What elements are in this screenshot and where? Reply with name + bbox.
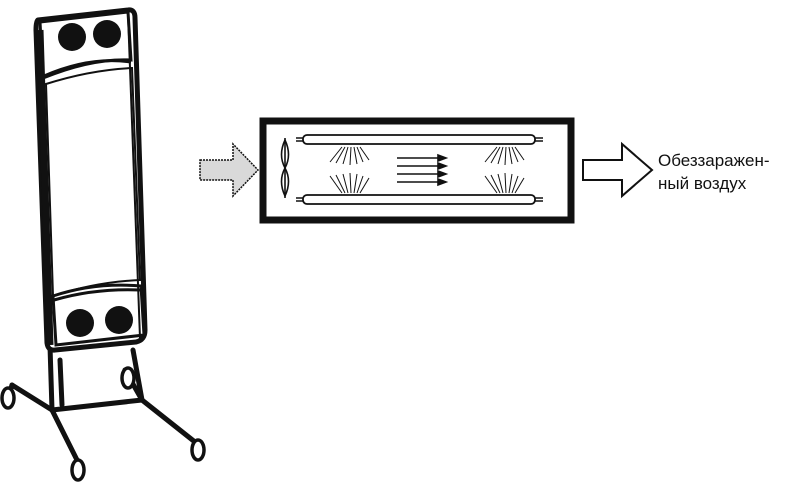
output-label-line-1: Обеззаражен-: [658, 151, 770, 170]
output-air-label: Обеззаражен- ный воздух: [658, 149, 798, 195]
uv-lamp-bottom: [296, 194, 543, 205]
airflow-arrows: [397, 153, 449, 187]
stand-casters: [0, 366, 206, 482]
caster-wheel: [190, 438, 206, 462]
airflow-arrow: [397, 153, 449, 163]
internal-schematic: [259, 117, 575, 224]
inlet-arrow: [199, 142, 260, 198]
caster-wheel: [120, 366, 136, 390]
outlet-arrow: [582, 141, 654, 199]
airflow-arrow: [397, 161, 449, 171]
bottom-panel-curve: [53, 288, 142, 302]
bottom-vent-hole-right: [105, 306, 133, 334]
top-panel-curve: [43, 59, 132, 78]
top-vent-hole-left: [58, 23, 86, 51]
cabinet-side-edge: [127, 13, 141, 339]
caster-wheel: [0, 386, 16, 410]
fan-icon: [280, 138, 290, 198]
recirculator-device: [0, 7, 206, 482]
uv-radiation-left: [329, 146, 370, 194]
caster-wheel: [70, 458, 86, 482]
bottom-vent-hole-left: [66, 309, 94, 337]
uv-radiation-right: [484, 146, 525, 194]
airflow-arrow: [397, 169, 449, 179]
top-vent-hole-right: [93, 20, 121, 48]
middle-panel: [44, 66, 142, 298]
airflow-arrow: [397, 177, 449, 187]
cabinet-front-edge: [36, 29, 54, 346]
uv-lamp-top: [296, 134, 543, 145]
output-label-line-2: ный воздух: [658, 174, 747, 193]
